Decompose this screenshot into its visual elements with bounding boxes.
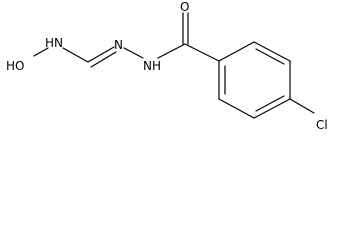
bond-o-n — [33, 47, 49, 57]
atom-chlorine: Cl — [316, 118, 328, 132]
ring-bond-5 — [218, 98, 255, 119]
atom-carbonyl-o: O — [180, 0, 189, 14]
atom-labels: HO H N N N H O Cl — [6, 0, 328, 132]
bond-ch-n-double-b — [90, 51, 117, 68]
atom-hydrazide-h: H — [152, 59, 161, 73]
bond-ch-n-double-a — [87, 46, 115, 63]
ring-inner-double-3 — [255, 95, 285, 112]
atom-hydroxyl: HO — [6, 59, 24, 73]
atom-imine-n: N — [114, 38, 123, 52]
atom-nh-amine: N — [54, 36, 63, 50]
atom-hydrazide-n: N — [143, 59, 152, 73]
bond-nh-c — [157, 43, 186, 59]
ring-bond-2 — [253, 41, 291, 62]
ring-inner-double-2 — [255, 48, 285, 65]
atom-nh-amine-h: H — [45, 36, 54, 50]
bond-n-ch — [62, 47, 89, 63]
structure-diagram: HO H N N N H O Cl — [6, 0, 328, 132]
bond-n-nh — [123, 47, 144, 59]
ring-bond-1 — [218, 41, 255, 62]
ring-bond-4 — [253, 98, 291, 119]
bond-ring-cl — [289, 98, 315, 114]
bonds — [33, 12, 315, 119]
bond-c-ring — [184, 43, 220, 62]
